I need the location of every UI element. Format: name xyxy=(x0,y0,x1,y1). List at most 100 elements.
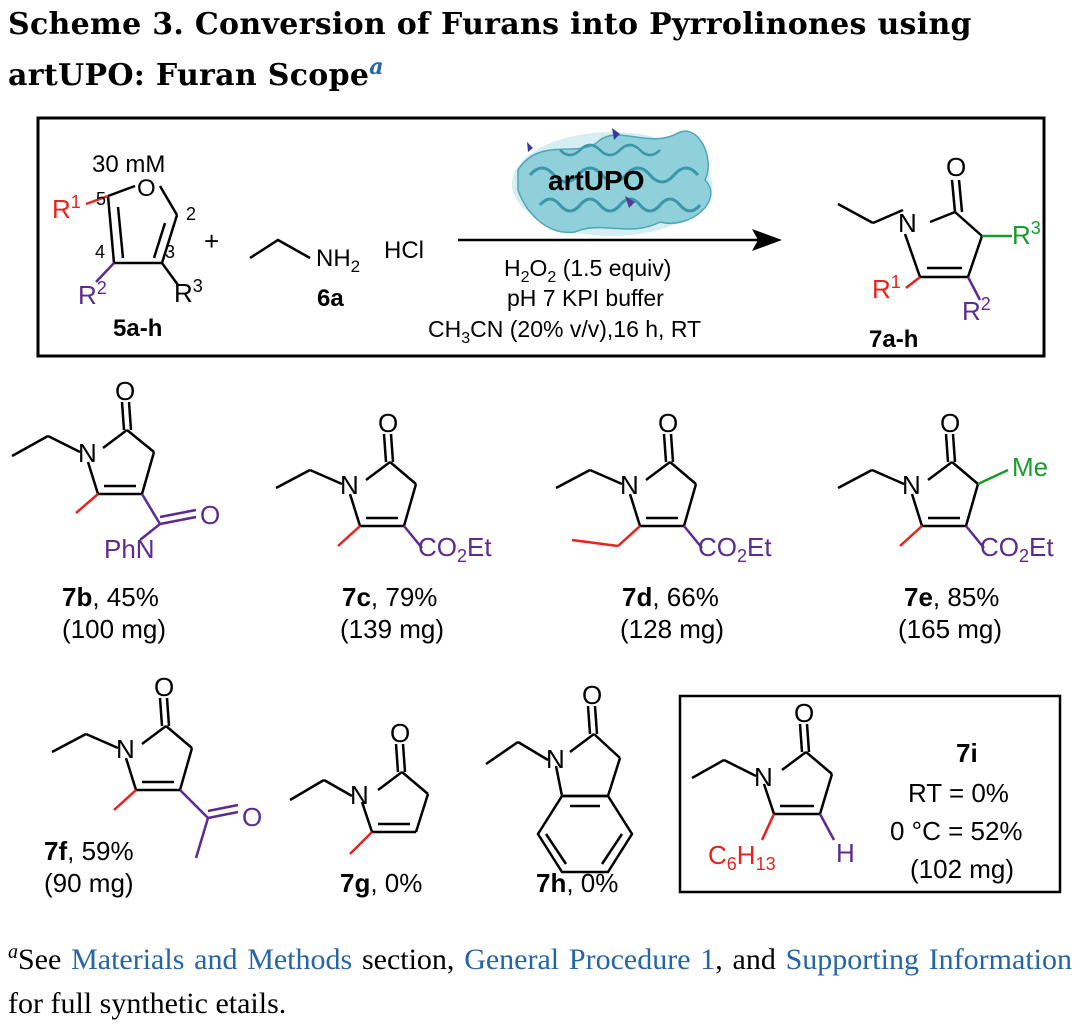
7b-amide-O: O xyxy=(200,500,220,530)
7i-rt: RT = 0% xyxy=(908,778,1009,808)
7g-yield: , 0% xyxy=(370,868,422,898)
7g-id: 7g xyxy=(340,868,370,898)
7c-mass: (139 mg) xyxy=(340,614,444,644)
7h-id: 7h xyxy=(536,868,566,898)
7f-id: 7f xyxy=(44,836,67,866)
7e-ester: CO2Et xyxy=(980,532,1054,566)
7c-id: 7c xyxy=(342,582,371,612)
7i-hexyl: C6H13 xyxy=(708,840,776,874)
locant-5: 5 xyxy=(96,189,106,209)
structure-7g xyxy=(289,743,430,855)
plus-sign: + xyxy=(204,226,219,256)
furan-label: 5a-h xyxy=(113,315,162,342)
amine-HCl: HCl xyxy=(384,237,424,264)
product-R1: R1 xyxy=(872,272,901,304)
7b-PhN: PhN xyxy=(104,534,155,564)
product-R3: R3 xyxy=(1012,218,1041,250)
scheme-title: Scheme 3. Conversion of Furans into Pyrr… xyxy=(8,4,1072,97)
product-R2: R2 xyxy=(962,294,991,326)
title-footnote-mark: a xyxy=(369,54,384,80)
locant-3: 3 xyxy=(165,242,175,262)
7c-yield: , 79% xyxy=(371,582,438,612)
7h-caption: 7h, 0% xyxy=(536,868,618,898)
structure-7h xyxy=(485,705,634,874)
7d-ester: CO2Et xyxy=(698,532,772,566)
ethylamine-chain xyxy=(249,238,311,260)
7e-Me: Me xyxy=(1012,452,1048,482)
7f-mass: (90 mg) xyxy=(44,868,134,898)
reaction-box xyxy=(36,116,1046,358)
7i-H: H xyxy=(836,838,855,868)
7d-mass: (128 mg) xyxy=(620,614,724,644)
7i-N: N xyxy=(754,762,773,792)
7d-yield: , 66% xyxy=(652,582,719,612)
footnote-text-1: See xyxy=(18,943,72,976)
amine-label: 6a xyxy=(317,285,344,312)
7h-yield: , 0% xyxy=(566,868,618,898)
product-O: O xyxy=(946,152,966,182)
structure-7f xyxy=(51,697,239,859)
footnote-text-4: for full synthetic etails. xyxy=(8,987,287,1020)
condition-h2o2: H2O2 (1.5 equiv) xyxy=(504,255,671,286)
7d-id: 7d xyxy=(622,582,652,612)
7e-yield: , 85% xyxy=(933,582,1000,612)
7e-N: N xyxy=(902,470,921,500)
furan-R2: R2 xyxy=(78,278,107,310)
7i-O: O xyxy=(794,698,814,728)
7c-O: O xyxy=(378,408,398,438)
protein-structure xyxy=(512,128,712,236)
7h-N: N xyxy=(546,744,565,774)
footnote-text-2: section, xyxy=(352,943,465,976)
7c-ester: CO2Et xyxy=(418,532,492,566)
structure-7i xyxy=(691,723,836,841)
footnote: aSee Materials and Methods section, Gene… xyxy=(8,930,1072,1026)
link-supporting-information[interactable]: Supporting Information xyxy=(785,943,1072,976)
7d-N: N xyxy=(620,470,639,500)
furan-R3: R3 xyxy=(174,276,203,308)
7e-id: 7e xyxy=(904,582,933,612)
7f-O-top: O xyxy=(154,672,174,702)
link-general-procedure[interactable]: General Procedure 1 xyxy=(464,943,716,976)
7d-O: O xyxy=(658,408,678,438)
7i-box xyxy=(678,694,1062,894)
7e-mass: (165 mg) xyxy=(898,614,1002,644)
7h-O: O xyxy=(582,680,602,710)
structure-7b xyxy=(11,401,197,541)
7e-caption: 7e, 85% xyxy=(904,582,999,612)
general-product xyxy=(837,179,1012,301)
7b-O-top: O xyxy=(115,376,135,406)
locant-4: 4 xyxy=(95,242,105,262)
locant-2: 2 xyxy=(186,204,196,224)
structure-7d xyxy=(555,433,703,549)
7g-caption: 7g, 0% xyxy=(340,868,422,898)
structure-7c xyxy=(275,433,423,549)
scheme-graphic: 30 mM O 2 3 4 5 R1 R2 R3 5a-h + NH2 HCl … xyxy=(11,116,1062,898)
7b-N: N xyxy=(78,438,97,468)
condition-buffer: pH 7 KPI buffer xyxy=(507,285,664,311)
7i-id: 7i xyxy=(956,738,978,768)
7c-caption: 7c, 79% xyxy=(342,582,437,612)
7b-caption: 7b, 45% xyxy=(62,582,159,612)
7d-caption: 7d, 66% xyxy=(622,582,719,612)
product-N: N xyxy=(898,208,917,238)
7f-N: N xyxy=(116,734,135,764)
product-label: 7a-h xyxy=(869,326,918,353)
7b-id: 7b xyxy=(62,582,92,612)
footnote-mark: a xyxy=(8,941,18,963)
7i-mass: (102 mg) xyxy=(910,854,1014,884)
condition-solvent: CH3CN (20% v/v),16 h, RT xyxy=(428,316,701,347)
furan-reactant xyxy=(85,184,180,286)
furan-O: O xyxy=(137,175,156,202)
arrow-head xyxy=(752,229,782,251)
7c-N: N xyxy=(340,470,359,500)
amine-NH2: NH2 xyxy=(316,245,360,276)
scheme-title-text: Scheme 3. Conversion of Furans into Pyrr… xyxy=(8,7,972,93)
furan-R1: R1 xyxy=(52,192,81,224)
7e-O: O xyxy=(940,408,960,438)
7g-N: N xyxy=(350,780,369,810)
7f-caption: 7f, 59% xyxy=(44,836,134,866)
link-materials-methods[interactable]: Materials and Methods xyxy=(71,943,353,976)
structure-7e xyxy=(837,433,1009,549)
7f-yield: , 59% xyxy=(67,836,134,866)
7i-cold: 0 °C = 52% xyxy=(890,816,1023,846)
